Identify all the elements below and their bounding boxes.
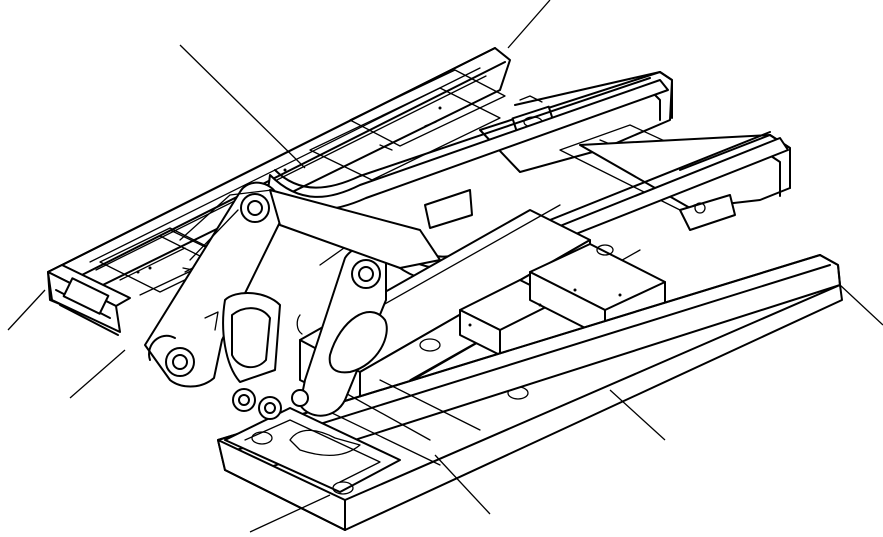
leader-lines [7, 0, 883, 533]
boom-mount-bracket [144, 181, 441, 420]
leader-line-5 [839, 284, 883, 326]
leader-line-6 [609, 389, 666, 441]
leader-line-8 [249, 494, 331, 533]
leader-line-7 [434, 454, 491, 515]
leader-line-3 [7, 289, 46, 331]
leader-line-1 [179, 44, 306, 169]
leader-line-2 [507, 0, 551, 49]
left-side-deck [47, 47, 511, 336]
leader-line-4 [69, 349, 126, 399]
